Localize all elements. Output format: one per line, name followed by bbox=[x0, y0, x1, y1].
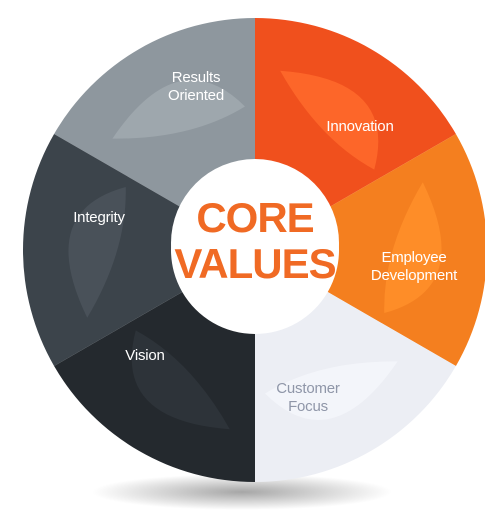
segment-highlight-employee-development bbox=[384, 182, 442, 314]
segment-highlight-results-oriented bbox=[112, 80, 245, 139]
segment-label-employee-development-line2: Development bbox=[371, 267, 458, 284]
segment-highlight-innovation bbox=[280, 70, 379, 170]
wheel-shadow bbox=[92, 474, 392, 510]
segment-label-customer-focus-line1: Customer bbox=[276, 380, 340, 397]
segment-highlight-integrity bbox=[68, 186, 126, 318]
center-title-line2: VALUES bbox=[174, 240, 335, 287]
segment-label-integrity-line1: Integrity bbox=[73, 209, 125, 226]
segment-highlight-customer-focus bbox=[265, 361, 398, 420]
segment-label-customer-focus-line2: Focus bbox=[288, 398, 328, 415]
segment-label-vision-line1: Vision bbox=[125, 347, 164, 364]
segment-label-innovation-line1: Innovation bbox=[326, 118, 393, 135]
segment-label-employee-development-line1: Employee bbox=[381, 249, 446, 266]
segments-layer bbox=[22, 17, 485, 482]
segment-label-results-oriented-line1: Results bbox=[172, 69, 221, 86]
labels-layer: ResultsOrientedInnovationEmployeeDevelop… bbox=[73, 69, 458, 415]
center-circle bbox=[171, 159, 339, 327]
segment-highlight-vision bbox=[131, 330, 230, 430]
segment-label-results-oriented-line2: Oriented bbox=[168, 87, 224, 104]
center-title-line1: CORE bbox=[196, 194, 313, 241]
